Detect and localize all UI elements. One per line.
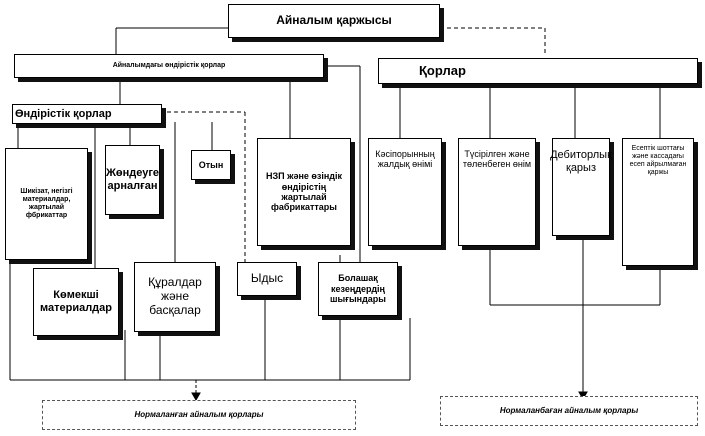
tools-node: Құралдар және басқалар [134,262,216,332]
wip-label: НЗП және өзіндік өндірістің жартылай фаб… [265,171,343,213]
production-funds-node: Өндірістік қорлар [12,104,162,124]
root-label: Айналым қаржысы [276,13,392,28]
cash-node: Есептік шоттағы және кассадағы есеп айры… [622,138,694,266]
auxiliary-materials-label: Көмекші материалдар [39,289,113,314]
production-circulating-funds-label: Айналымдағы өндірістік қорлар [112,61,226,69]
receivables-label: Дебиторлық қарыз [550,149,612,174]
wip-node: НЗП және өзіндік өндірістің жартылай фаб… [257,138,351,246]
receivables-node: Дебиторлық қарыз [550,138,612,236]
normalized-funds-node: Нормаланған айналым қорлары [42,400,356,430]
production-funds-label: Өндірістік қорлар [15,107,112,120]
future-expenses-label: Болашақ кезеңдердің шығындары [330,273,386,305]
funds-label: Қорлар [419,62,466,78]
raw-materials-node: Шикізат, негізгі материалдар, жартылай ф… [5,148,88,260]
non-normalized-funds-label: Нормаланбаған айналым қорлары [499,406,639,416]
container-label: Ыдыс [250,271,284,286]
shipped-unpaid-node: Түсірілген және төленбеген өнім [458,138,536,246]
funds-node: Қорлар [378,58,698,84]
production-circulating-funds-node: Айналымдағы өндірістік қорлар [14,54,324,78]
future-expenses-node: Болашақ кезеңдердің шығындары [318,262,398,316]
auxiliary-materials-node: Көмекші материалдар [33,268,119,336]
finished-products-label: Кәсіпорынның жалдық өнімі [375,149,435,170]
container-node: Ыдыс [237,262,297,296]
finished-products-node: Кәсіпорынның жалдық өнімі [368,138,442,246]
non-normalized-funds-node: Нормаланбаған айналым қорлары [440,396,698,426]
repair-label: Жөндеуге арналған [105,167,160,192]
repair-node: Жөндеуге арналған [105,145,160,215]
tools-label: Құралдар және басқалар [148,275,202,317]
cash-label: Есептік шоттағы және кассадағы есеп айры… [629,145,687,177]
shipped-unpaid-label: Түсірілген және төленбеген өнім [462,149,532,170]
raw-materials-label: Шикізат, негізгі материалдар, жартылай ф… [20,187,73,220]
fuel-label: Отын [198,159,224,170]
root-node: Айналым қаржысы [228,4,440,38]
fuel-node: Отын [191,150,231,180]
normalized-funds-label: Нормаланған айналым қорлары [134,410,264,420]
